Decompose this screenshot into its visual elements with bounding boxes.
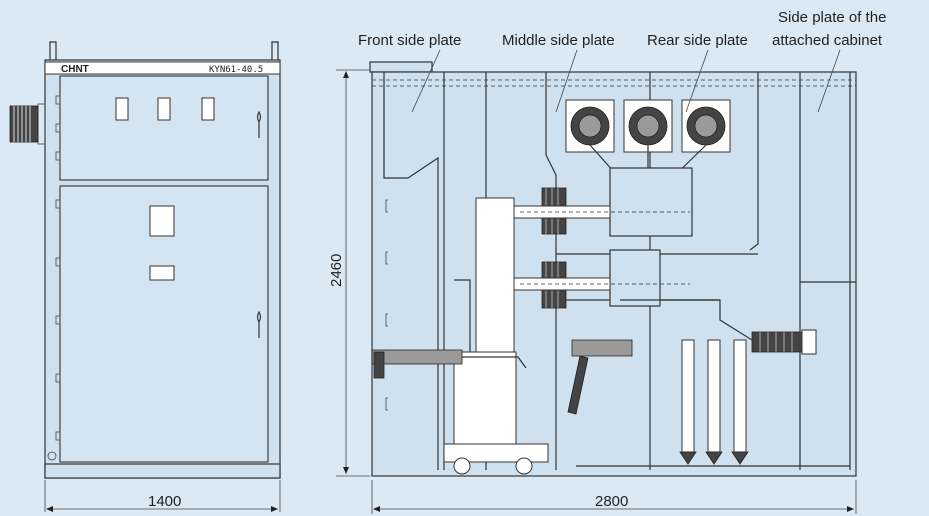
upper-door-handle — [256, 110, 262, 138]
label-middle-side-plate: Middle side plate — [502, 32, 615, 49]
label-rear-side-plate: Rear side plate — [647, 32, 748, 49]
depth-label: 2800 — [595, 493, 628, 510]
middle-side-plate — [545, 72, 557, 470]
lifting-lug-right — [271, 41, 279, 60]
indicator-window-1 — [115, 97, 129, 121]
label-front-side-plate: Front side plate — [358, 32, 461, 49]
callouts: Front side plate Middle side plate Rear … — [358, 9, 886, 113]
lifting-lug-left — [49, 41, 57, 60]
rear-vertical — [749, 72, 759, 251]
nameplate-strip — [44, 61, 281, 75]
front-view: CHNT KYN61-40.5 — [9, 41, 281, 512]
breaker-truck — [443, 443, 549, 463]
upper-contact-box — [609, 167, 693, 237]
height-label: 2460 — [328, 254, 345, 287]
lower-door-handle — [256, 310, 262, 338]
side-bushing — [9, 103, 46, 145]
side-view: 2460 2800 — [328, 61, 857, 514]
lower-contact-box — [609, 249, 661, 307]
front-width-label: 1400 — [148, 493, 181, 510]
top-flange — [369, 61, 433, 73]
label-attached-cabinet-line2: attached cabinet — [772, 32, 883, 49]
label-attached-cabinet-line1: Side plate of the — [778, 9, 886, 26]
leader-rear-side-plate — [685, 49, 709, 113]
leader-front-side-plate — [411, 49, 441, 113]
front-plate-slots — [385, 199, 388, 411]
leader-middle-side-plate — [555, 49, 578, 113]
brand-logo: CHNT — [61, 64, 89, 75]
operation-port — [149, 265, 175, 281]
indicator-window-2 — [157, 97, 171, 121]
model-number: KYN61-40.5 — [209, 65, 263, 75]
front-side-plate — [383, 72, 439, 470]
operating-handle — [371, 349, 463, 365]
front-plinth — [44, 463, 281, 479]
upper-door — [59, 75, 269, 181]
leader-attached-cabinet — [817, 49, 841, 113]
door-hinges — [55, 95, 61, 441]
indicator-window-3 — [201, 97, 215, 121]
busbar-bushings — [565, 99, 731, 153]
earthing-switch — [571, 339, 633, 357]
earthing-symbol — [47, 451, 57, 461]
observation-window — [149, 205, 175, 237]
power-cables — [679, 339, 749, 465]
breaker-mechanism — [453, 351, 517, 445]
